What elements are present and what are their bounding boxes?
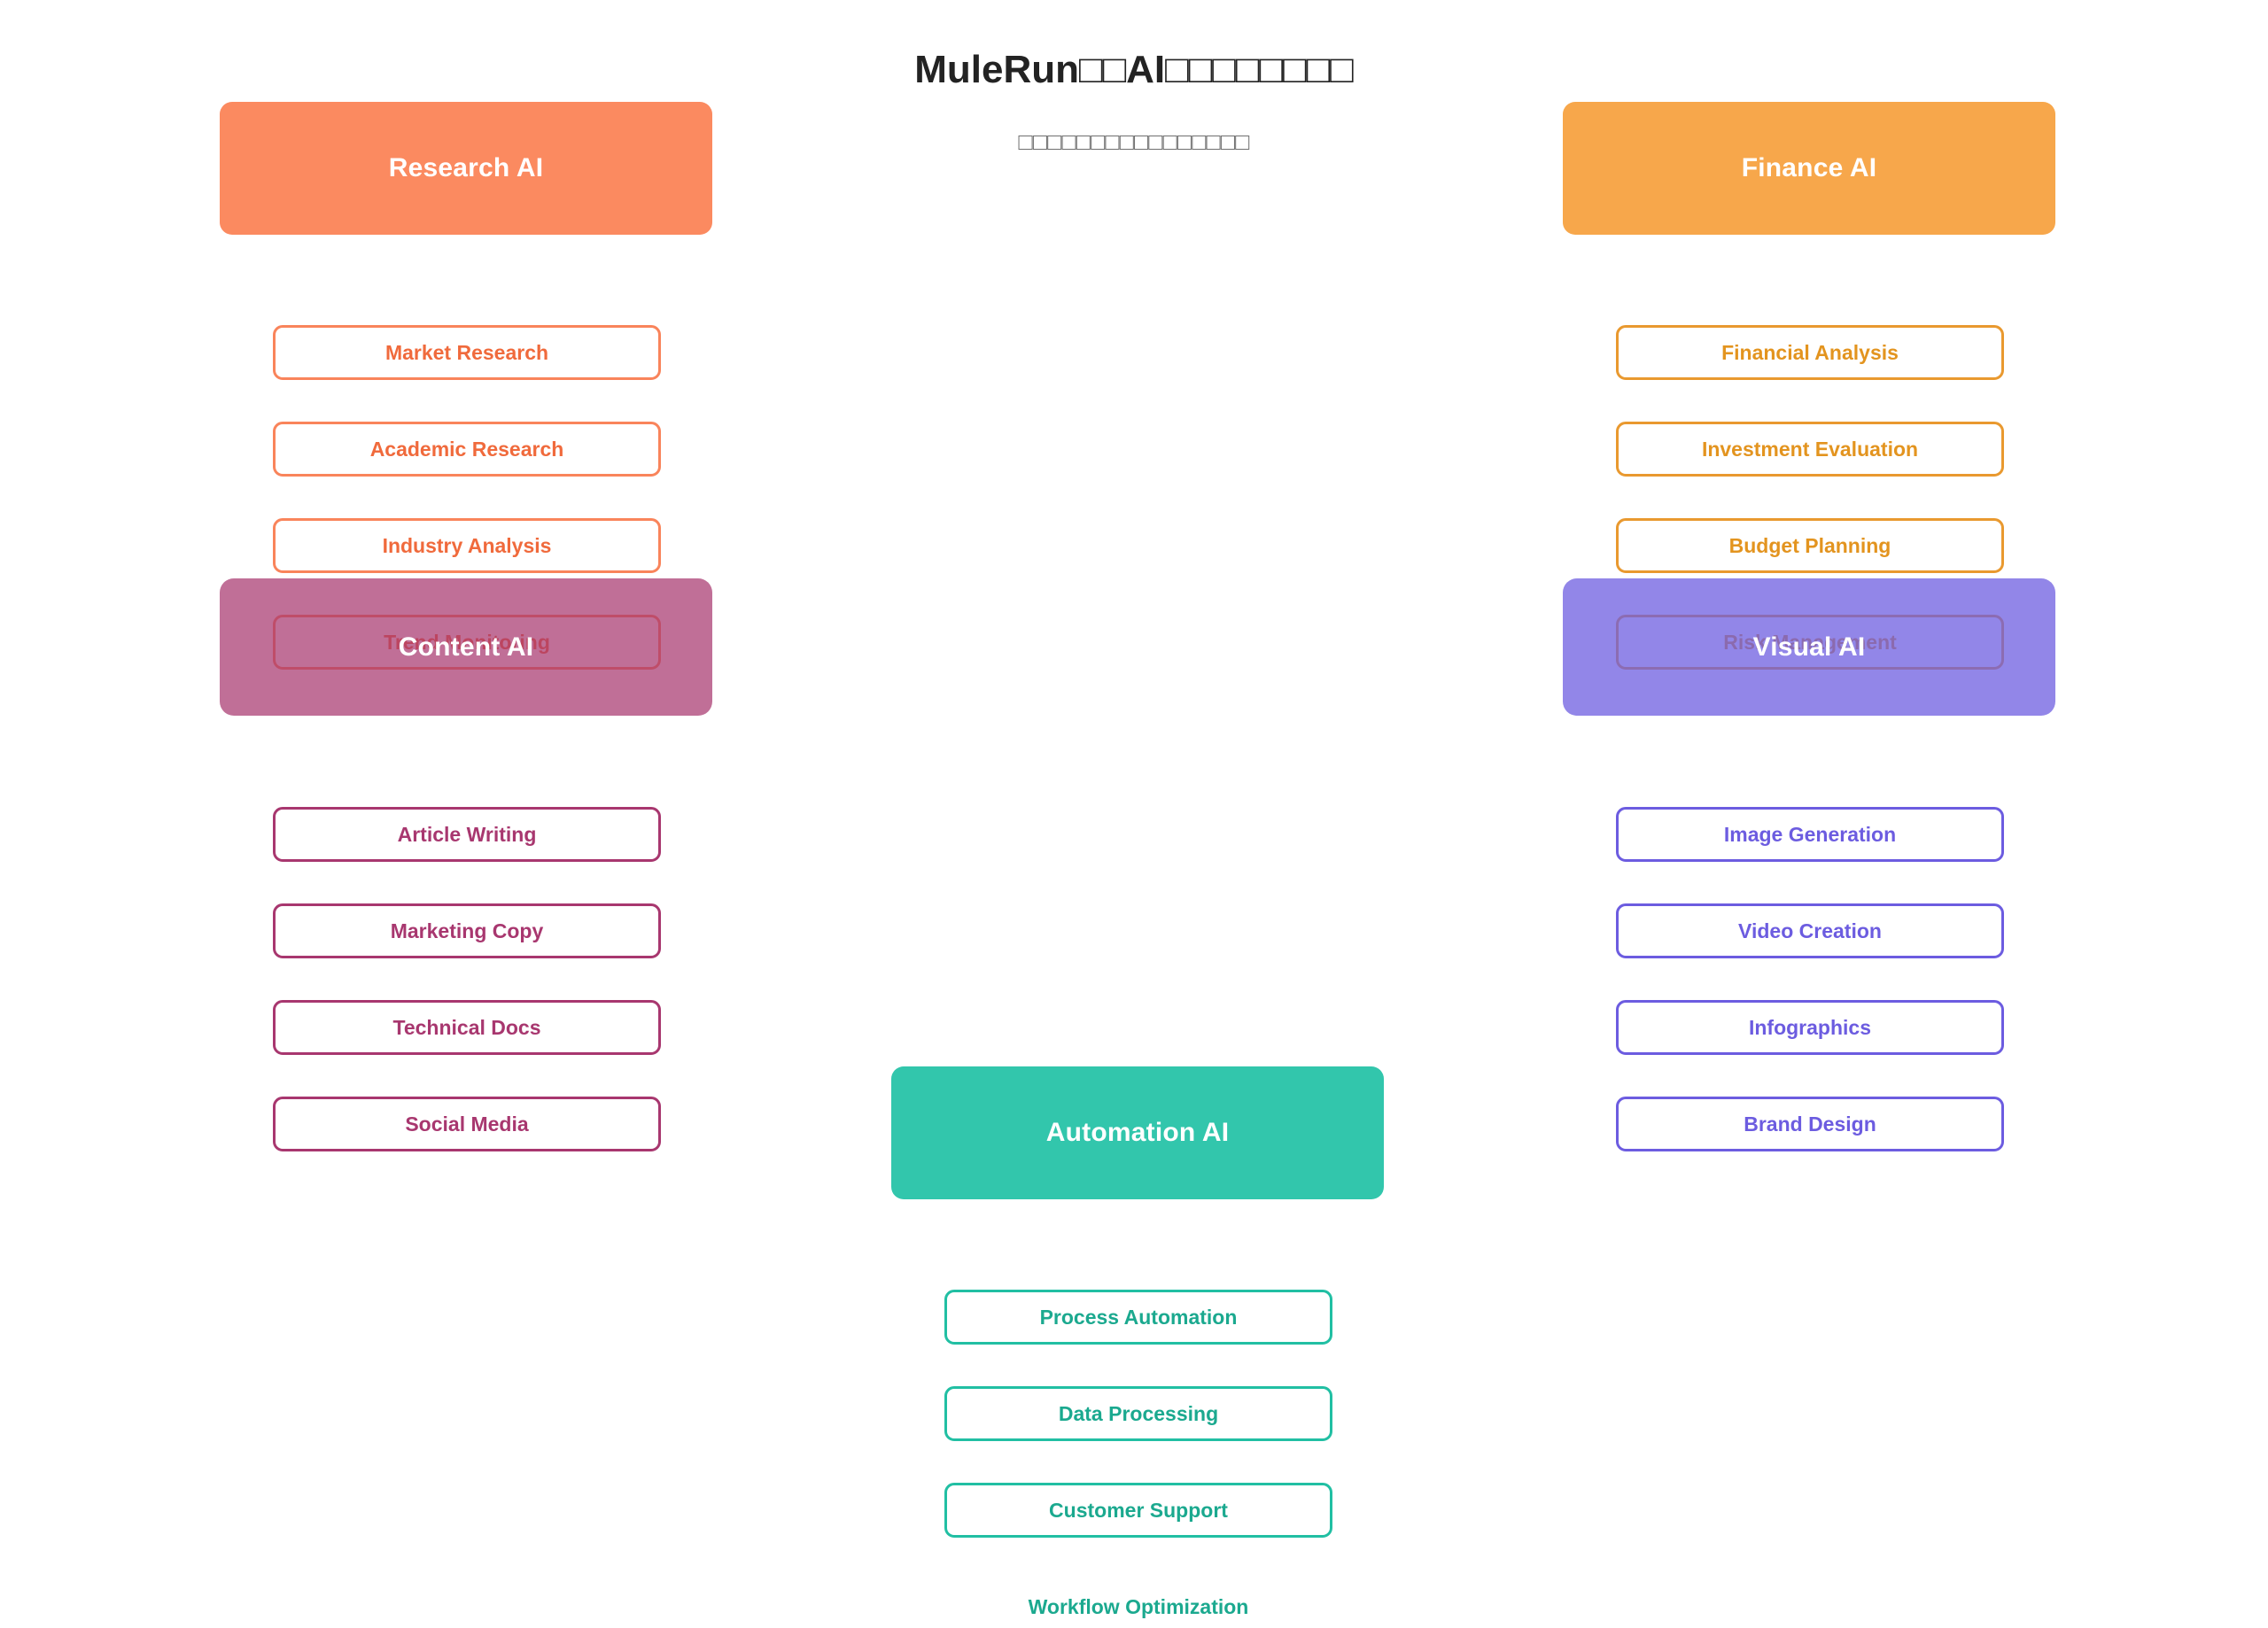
leaf-academic-research[interactable]: Academic Research [273,422,661,477]
leaf-workflow-optimization[interactable]: Workflow Optimization [1028,1594,1249,1618]
leaf-technical-docs[interactable]: Technical Docs [273,1000,661,1055]
leaf-process-automation[interactable]: Process Automation [944,1290,1332,1345]
category-header-finance-ai[interactable]: Finance AI [1563,102,2055,235]
leaf-market-research[interactable]: Market Research [273,325,661,380]
page-title: MuleRun□□AI□□□□□□□□ [914,48,1354,91]
leaf-video-creation[interactable]: Video Creation [1616,903,2004,958]
leaf-article-writing[interactable]: Article Writing [273,807,661,862]
page-subtitle: □□□□□□□□□□□□□□□□ [1018,128,1250,155]
leaf-customer-support[interactable]: Customer Support [944,1483,1332,1538]
leaf-brand-design[interactable]: Brand Design [1616,1097,2004,1151]
category-header-research-ai[interactable]: Research AI [220,102,712,235]
leaf-budget-planning[interactable]: Budget Planning [1616,518,2004,573]
leaf-marketing-copy[interactable]: Marketing Copy [273,903,661,958]
leaf-financial-analysis[interactable]: Financial Analysis [1616,325,2004,380]
leaf-industry-analysis[interactable]: Industry Analysis [273,518,661,573]
category-header-content-ai[interactable]: Content AI [220,578,712,716]
leaf-social-media[interactable]: Social Media [273,1097,661,1151]
leaf-image-generation[interactable]: Image Generation [1616,807,2004,862]
leaf-investment-evaluation[interactable]: Investment Evaluation [1616,422,2004,477]
category-header-automation-ai[interactable]: Automation AI [891,1066,1384,1199]
category-header-visual-ai[interactable]: Visual AI [1563,578,2055,716]
leaf-data-processing[interactable]: Data Processing [944,1386,1332,1441]
leaf-infographics[interactable]: Infographics [1616,1000,2004,1055]
